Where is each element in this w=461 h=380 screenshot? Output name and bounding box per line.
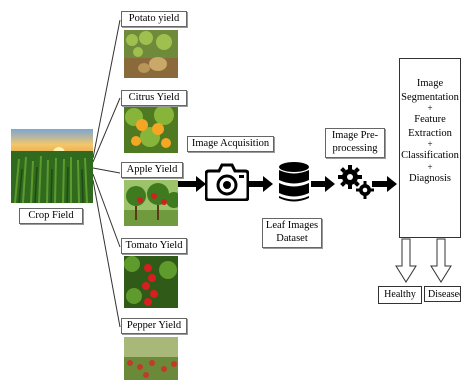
arrow-icon: [249, 176, 273, 192]
output-arrows: [395, 238, 452, 283]
plus-sign: +: [427, 103, 433, 113]
feature-line-2: Extraction: [408, 127, 452, 139]
feature-line-1: Feature: [414, 114, 446, 125]
healthy-output: Healthy: [378, 286, 422, 304]
dataset-line-1: Leaf Images: [265, 220, 319, 231]
arrow-icon: [178, 176, 206, 192]
database-icon: [277, 160, 311, 209]
analysis-box: Image Segmentation + Feature Extraction …: [399, 58, 461, 238]
classification-text: Classification: [401, 150, 459, 161]
plus-sign: +: [427, 161, 433, 172]
tomato-photo: [124, 256, 178, 308]
yield-label-tomato: Tomato Yield: [121, 238, 187, 254]
crop-field-photo: [11, 129, 93, 203]
potato-photo: [124, 30, 178, 78]
image-acquisition-label: Image Acquisition: [187, 136, 274, 152]
arrow-icon: [395, 238, 417, 283]
dataset-line-2: Dataset: [276, 233, 308, 244]
diseased-output: Diseased: [424, 286, 461, 302]
preprocessing-line-2: processing: [332, 143, 378, 154]
yield-label-apple: Apple Yield: [121, 162, 183, 178]
pepper-photo: [124, 337, 178, 380]
diagnosis-text: Diagnosis: [409, 172, 451, 184]
image-preprocessing-label: Image Pre- processing: [325, 128, 385, 158]
apple-photo: [124, 180, 178, 226]
segmentation-line-1: Image: [416, 78, 444, 89]
gears-icon: [338, 165, 374, 204]
arrow-icon: [372, 176, 397, 192]
yield-label-potato: Potato yield: [121, 11, 187, 27]
flow-arrows: [178, 176, 397, 192]
arrow-icon: [311, 176, 335, 192]
fan-out-lines: [92, 19, 121, 328]
yield-label-citrus: Citrus Yield: [121, 90, 187, 106]
citrus-photo: [124, 107, 178, 153]
leaf-images-dataset-label: Leaf Images Dataset: [262, 218, 322, 248]
arrow-icon: [430, 238, 452, 283]
preprocessing-line-1: Image Pre-: [331, 130, 379, 141]
yield-label-pepper: Pepper Yield: [121, 318, 187, 334]
crop-field-label: Crop Field: [19, 208, 83, 224]
camera-icon: [204, 163, 250, 206]
segmentation-line-2: Segmentation: [401, 91, 459, 103]
plus-sign: +: [427, 139, 433, 149]
